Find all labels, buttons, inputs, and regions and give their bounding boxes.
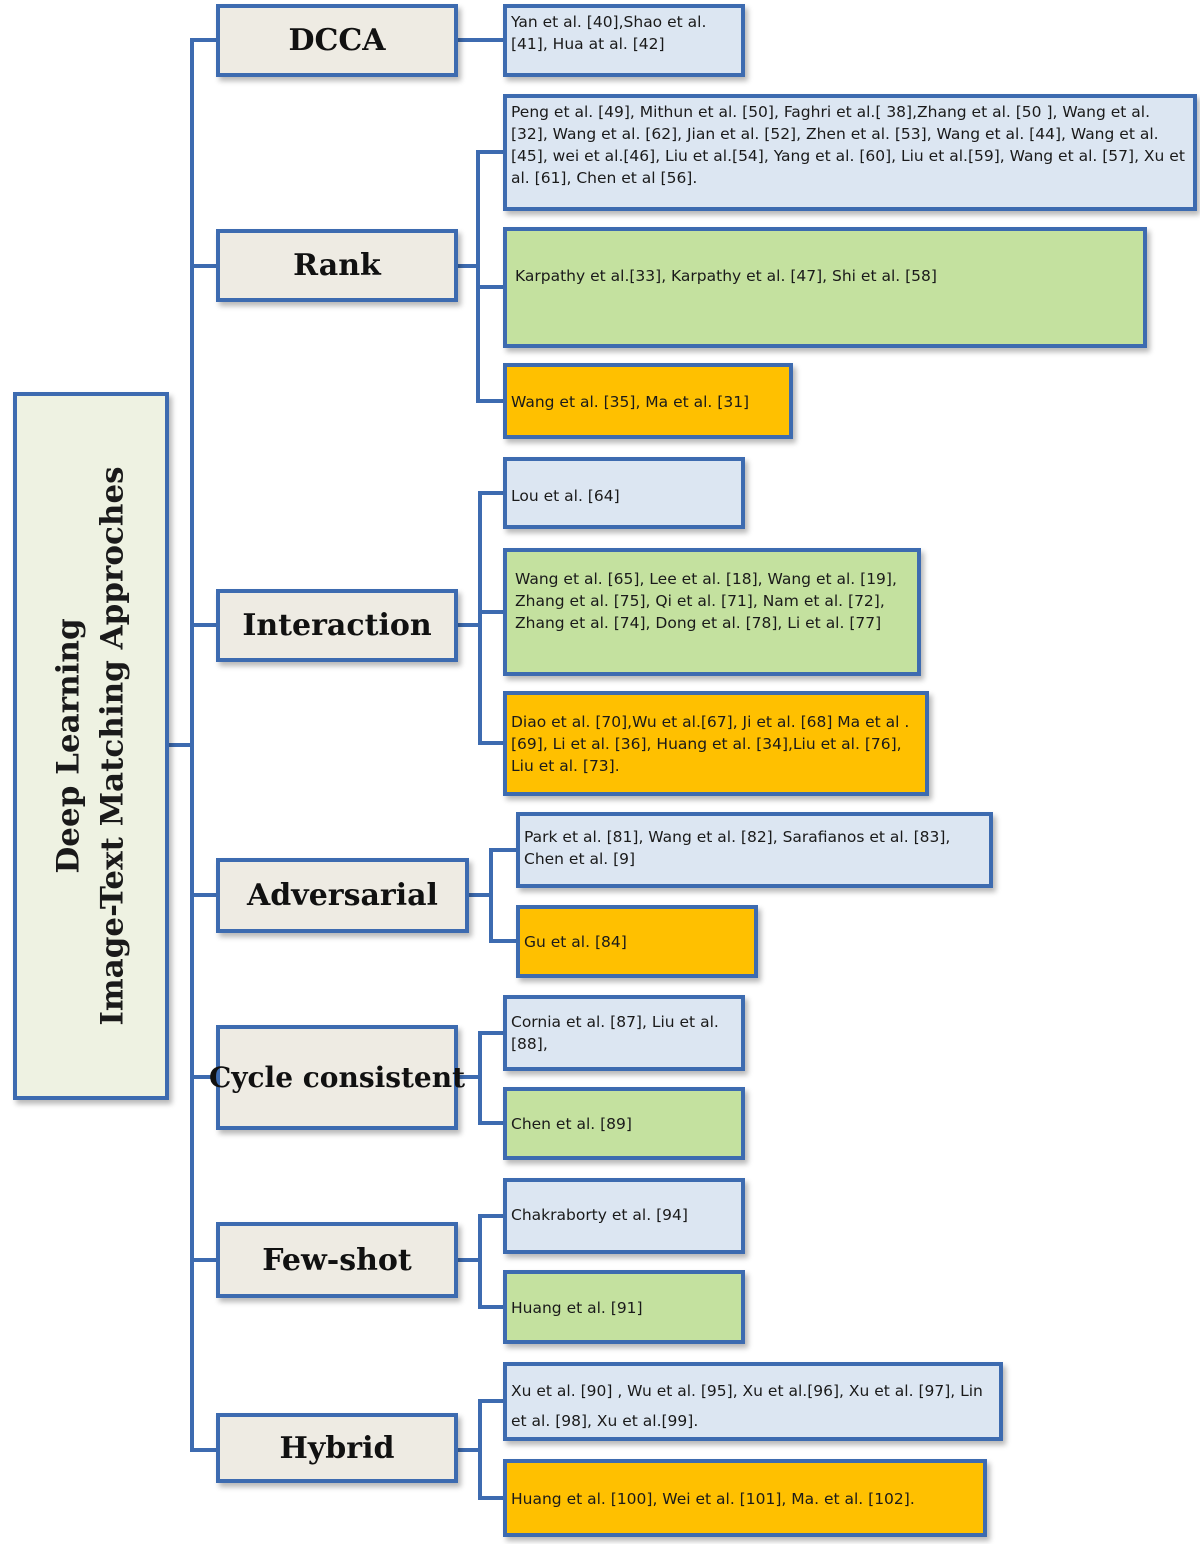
root-label-line1: Deep Learning (51, 618, 87, 874)
leaf-hybrid-2: Huang et al. [100], Wei et al. [101], Ma… (503, 1459, 987, 1537)
category-dcca: DCCA (216, 4, 458, 77)
root-label-line2: Image-Text Matching Approches (95, 466, 131, 1026)
root-node: Deep Learning Image-Text Matching Approc… (13, 392, 169, 1100)
leaf-dcca-1: Yan et al. [40],Shao et al. [41], Hua at… (503, 4, 745, 77)
leaf-few-shot-1: Chakraborty et al. [94] (503, 1178, 745, 1254)
leaf-rank-2: Karpathy et al.[33], Karpathy et al. [47… (503, 227, 1147, 348)
category-rank: Rank (216, 229, 458, 302)
leaf-adversarial-2: Gu et al. [84] (516, 905, 758, 978)
category-adversarial: Adversarial (216, 858, 469, 933)
leaf-cycle-2: Chen et al. [89] (503, 1087, 745, 1160)
category-interaction: Interaction (216, 589, 458, 662)
leaf-rank-3: Wang et al. [35], Ma et al. [31] (503, 363, 793, 439)
leaf-interaction-1: Lou et al. [64] (503, 457, 745, 529)
leaf-interaction-2: Wang et al. [65], Lee et al. [18], Wang … (503, 548, 921, 676)
leaf-few-shot-2: Huang et al. [91] (503, 1270, 745, 1344)
root-label: Deep Learning Image-Text Matching Approc… (47, 466, 135, 1025)
leaf-rank-1: Peng et al. [49], Mithun et al. [50], Fa… (503, 94, 1197, 211)
category-cycle-consistent: Cycle consistent (209, 1025, 465, 1130)
category-hybrid: Hybrid (216, 1413, 458, 1483)
leaf-cycle-1: Cornia et al. [87], Liu et al. [88], (503, 995, 745, 1071)
leaf-adversarial-1: Park et al. [81], Wang et al. [82], Sara… (516, 812, 993, 888)
category-few-shot: Few-shot (216, 1222, 458, 1298)
leaf-hybrid-1: Xu et al. [90] , Wu et al. [95], Xu et a… (503, 1362, 1003, 1441)
leaf-interaction-3: Diao et al. [70],Wu et al.[67], Ji et al… (503, 691, 929, 796)
